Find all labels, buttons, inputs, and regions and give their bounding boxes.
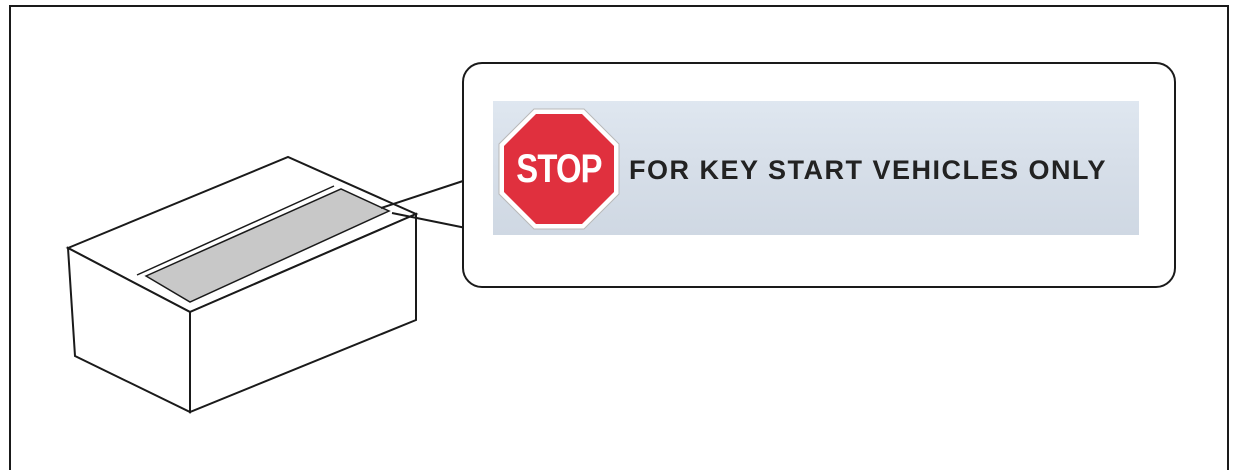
decal-text: FOR KEY START VEHICLES ONLY <box>629 154 1108 185</box>
callout-leader-top <box>380 179 467 209</box>
stop-word: STOP <box>516 146 602 191</box>
label-strip-edge <box>136 185 335 276</box>
callout-leader-bottom <box>391 212 467 229</box>
diagram-frame <box>9 5 1229 470</box>
box-label-area <box>144 188 391 303</box>
stop-sign-icon <box>498 108 620 230</box>
box-right-face <box>189 212 417 414</box>
